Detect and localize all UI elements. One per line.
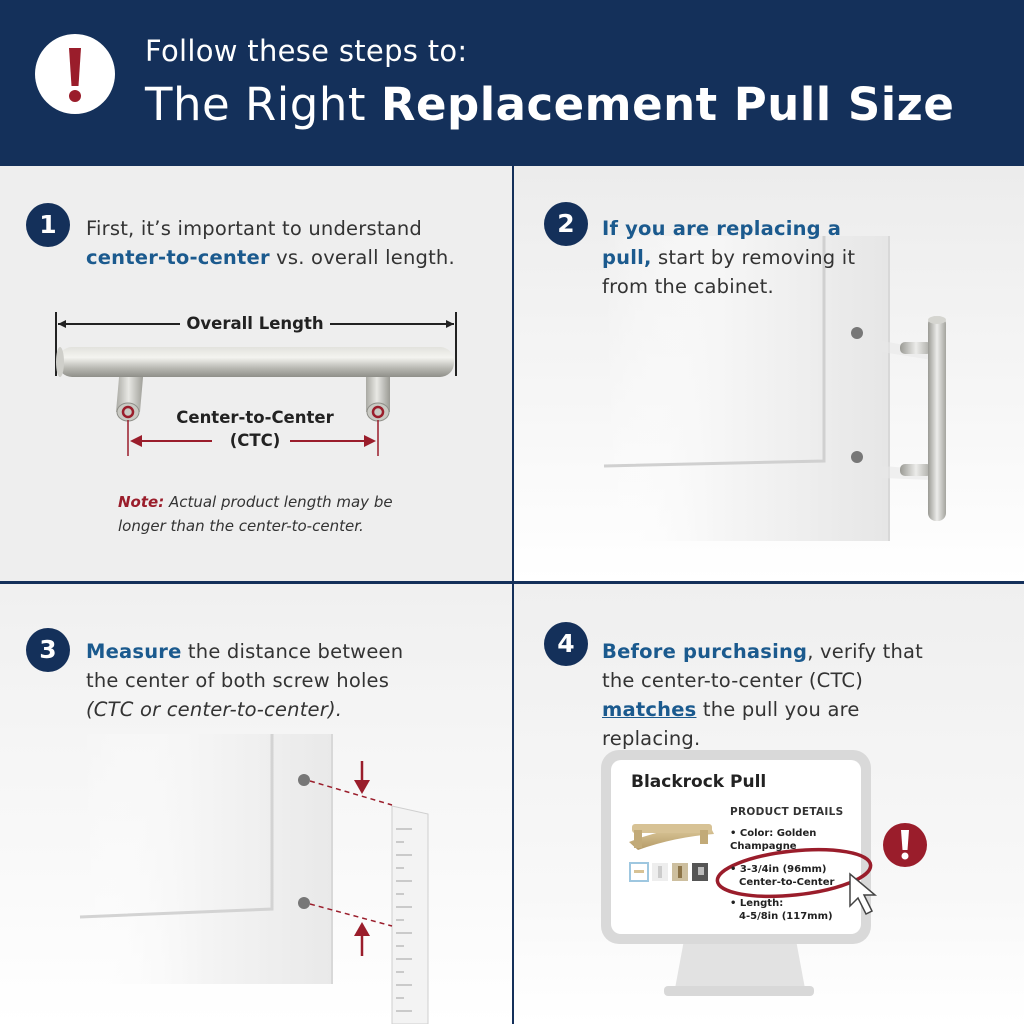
step-3-highlight: Measure (86, 640, 182, 663)
step-4-text-a: , verify that the center-to-center (CTC) (602, 640, 924, 692)
step-2-text-rest: start by removing it from the cabinet. (602, 246, 856, 298)
ctc-label-line1: Center-to-Center (176, 408, 334, 427)
step-1-panel: 1 First, it’s important to understand ce… (0, 166, 512, 581)
detail-length-1: • Length: (730, 898, 784, 909)
header-title: The Right Replacement Pull Size (145, 78, 954, 131)
step-4-matches: matches (602, 698, 697, 721)
step-1-number: 1 (26, 203, 70, 247)
detail-color: • Color: Golden Champagne (730, 828, 817, 852)
step-3-number: 3 (26, 628, 70, 672)
step-2-panel: 2 If you are replacing a pull, start by … (514, 166, 1024, 581)
ctc-label-line2: (CTC) (229, 431, 281, 450)
bar-pull-diagram (55, 312, 457, 456)
step-4-panel: 4 Before purchasing, verify that the cen… (514, 584, 1024, 1024)
cabinet-door-illustration (603, 236, 946, 541)
horizontal-divider (0, 581, 1024, 584)
step-3-italic: (CTC or center-to-center). (86, 698, 343, 721)
step-1-highlight: center-to-center (86, 246, 270, 269)
header-title-bold: Replacement Pull Size (380, 78, 955, 131)
header-banner: Follow these steps to: The Right Replace… (0, 0, 1024, 166)
vertical-divider (512, 166, 514, 1024)
monitor-illustration (601, 750, 927, 996)
step-3-panel: 3 Measure the distance between the cente… (0, 584, 512, 1024)
header-title-regular: The Right (145, 78, 381, 131)
step-4-highlight: Before purchasing (602, 640, 808, 663)
step-1-text-a: First, it’s important to understand (86, 217, 422, 240)
step-4-text: Before purchasing, verify that the cente… (602, 637, 962, 753)
step-2-text: If you are replacing a pull, start by re… (602, 214, 857, 301)
header-subtitle: Follow these steps to: (145, 34, 468, 68)
step-3-text: Measure the distance between the center … (86, 637, 416, 724)
exclamation-icon (35, 34, 115, 114)
detail-ctc-2: Center-to-Center (739, 877, 835, 888)
step-3-text-a: the distance between the center of both … (86, 640, 404, 692)
measuring-illustration (79, 734, 429, 1024)
note-text: Actual product length may be longer than… (118, 493, 393, 535)
step-1-text-b: vs. overall length. (269, 246, 455, 269)
step-1-text: First, it’s important to understand cent… (86, 214, 486, 272)
note-label: Note: (118, 493, 165, 511)
overall-length-label: Overall Length (186, 314, 324, 333)
detail-ctc-1: • 3-3/4in (96mm) (730, 864, 827, 875)
product-details-heading: PRODUCT DETAILS (730, 806, 844, 818)
step-4-text-b: the pull you are replacing. (602, 698, 860, 750)
step-1-note: Note: Actual product length may be longe… (118, 490, 438, 538)
step-4-number: 4 (544, 622, 588, 666)
step-2-number: 2 (544, 202, 588, 246)
detail-length-2: 4-5/8in (117mm) (739, 911, 833, 922)
product-name: Blackrock Pull (631, 772, 767, 792)
step-2-highlight: If you are replacing a pull, (602, 217, 842, 269)
